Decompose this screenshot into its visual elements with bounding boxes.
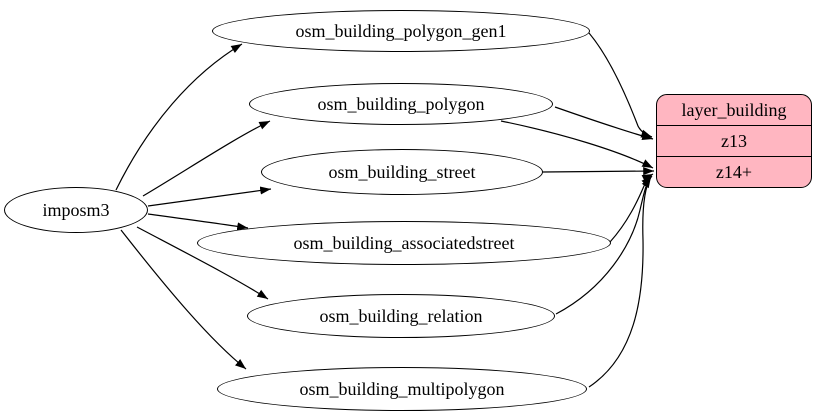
layer-node-z14-label: z14+ bbox=[715, 161, 753, 182]
edge-imposm3-to-osm-building-street bbox=[147, 186, 272, 207]
layer-node-title: layer_building bbox=[681, 99, 787, 120]
table-node-label: osm_building_street bbox=[328, 161, 476, 182]
edge-imposm3-to-osm-building-multipolygon bbox=[120, 229, 247, 370]
source-node-label: imposm3 bbox=[42, 199, 110, 220]
edge-imposm3-to-osm-building-relation bbox=[136, 226, 269, 300]
edge-osm-building-polygon-to-z13 bbox=[554, 106, 654, 141]
layer-node-z13-label: z13 bbox=[721, 130, 747, 151]
table-node-osm-building-associatedstreet: osm_building_associatedstreet bbox=[197, 221, 611, 265]
edge-imposm3-to-osm-building-polygon bbox=[142, 120, 271, 197]
edge-imposm3-to-osm-building-polygon-gen1 bbox=[115, 43, 243, 191]
layer-node-z14-row: z14+ bbox=[657, 156, 811, 187]
table-node-osm-building-relation: osm_building_relation bbox=[247, 294, 555, 338]
layer-node-z13-row: z13 bbox=[657, 125, 811, 156]
edge-imposm3-to-osm-building-associatedstreet bbox=[147, 213, 249, 231]
edge-osm-building-polygon-to-z14 bbox=[500, 120, 654, 169]
table-node-label: osm_building_relation bbox=[319, 305, 483, 326]
layer-node: layer_building z13 z14+ bbox=[656, 94, 812, 188]
table-node-osm-building-multipolygon: osm_building_multipolygon bbox=[217, 367, 587, 411]
table-node-label: osm_building_multipolygon bbox=[299, 378, 505, 399]
layer-node-title-row: layer_building bbox=[657, 95, 811, 125]
source-node-imposm3: imposm3 bbox=[4, 187, 148, 233]
table-node-osm-building-street: osm_building_street bbox=[261, 149, 543, 195]
table-node-osm-building-polygon-gen1: osm_building_polygon_gen1 bbox=[212, 10, 590, 52]
table-node-label: osm_building_associatedstreet bbox=[293, 232, 515, 253]
table-node-label: osm_building_polygon_gen1 bbox=[295, 20, 507, 41]
table-node-osm-building-polygon: osm_building_polygon bbox=[249, 83, 553, 125]
table-node-label: osm_building_polygon bbox=[317, 93, 485, 114]
edge-osm-building-multipolygon-to-z14 bbox=[588, 176, 652, 388]
edge-osm-building-street-to-z14 bbox=[542, 167, 655, 176]
